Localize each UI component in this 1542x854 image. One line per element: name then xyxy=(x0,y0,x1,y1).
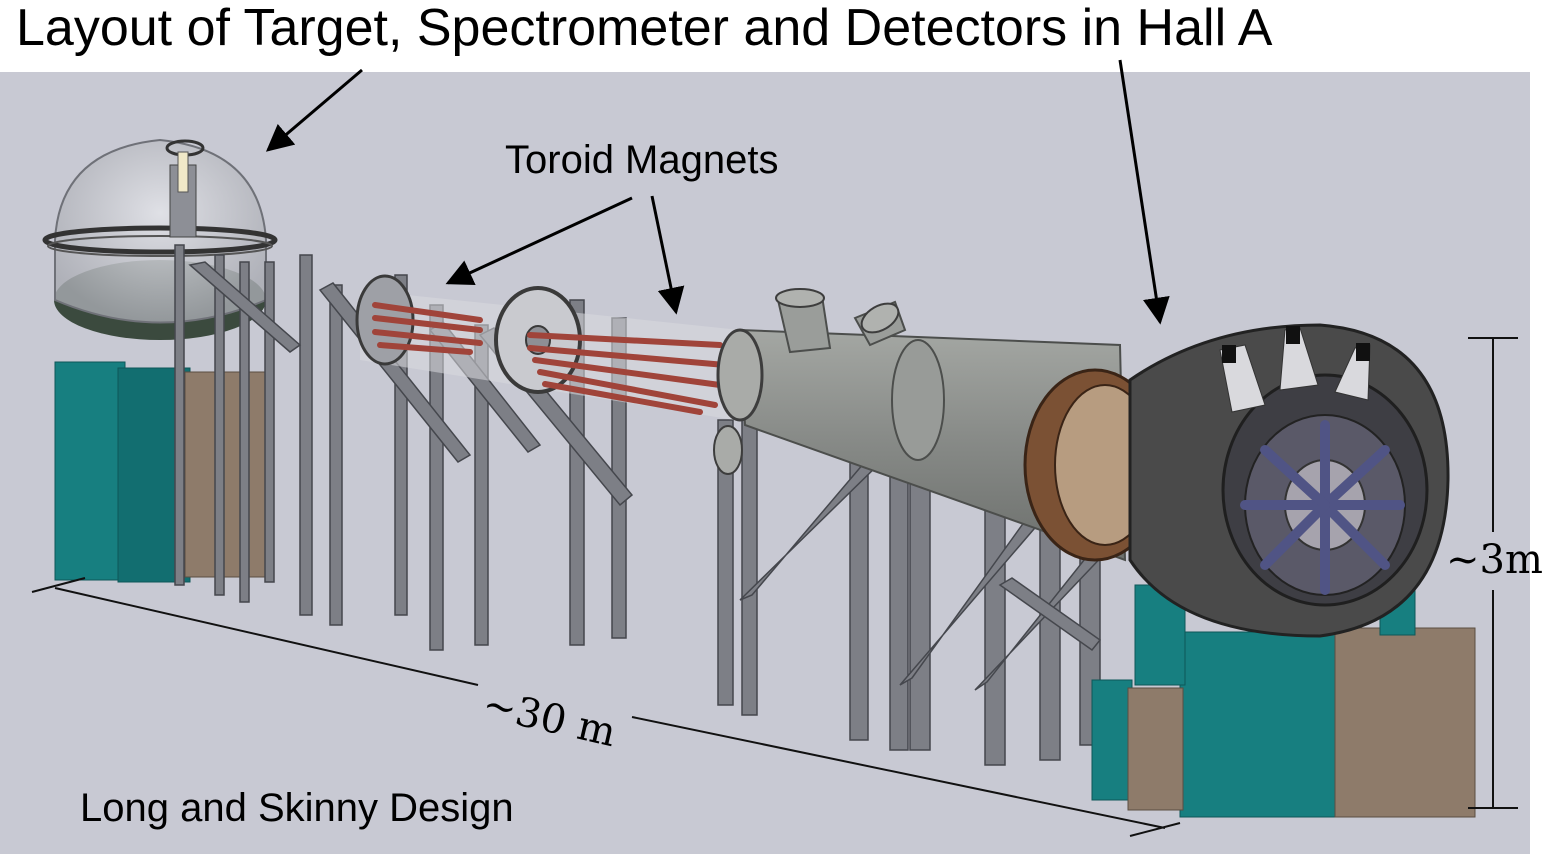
support-leg xyxy=(889,459,909,751)
arrow-to-downstream-toroid xyxy=(650,195,685,315)
detector-pmt-cap xyxy=(1356,343,1370,361)
support-leg xyxy=(717,419,734,706)
support-leg xyxy=(174,244,185,586)
support-brace xyxy=(188,261,302,353)
arrow-to-target xyxy=(265,68,363,152)
target-ring-inner xyxy=(47,235,273,257)
toroid-coils-upstream xyxy=(372,302,483,355)
support-stands xyxy=(174,244,1112,766)
support-leg xyxy=(329,284,343,626)
support-leg xyxy=(741,419,758,716)
detector-pmt-cap xyxy=(1222,345,1236,363)
pipe-joint xyxy=(891,339,945,461)
detector-tan-block xyxy=(1334,627,1476,818)
detector-spoke xyxy=(1320,500,1390,570)
pipe-entrance-flange xyxy=(716,328,764,422)
detector-teal-block-front xyxy=(1179,631,1341,818)
target-teal-block xyxy=(54,361,126,581)
length-dimension-line-right xyxy=(631,716,1166,829)
callout-arrows xyxy=(265,59,1170,325)
detector-blue-spokes xyxy=(1240,420,1405,595)
detector-assembly xyxy=(1023,323,1476,818)
detector-spoke xyxy=(1320,445,1390,510)
diagram-title: Layout of Target, Spectrometer and Detec… xyxy=(16,0,1273,57)
length-end-tick-left xyxy=(31,577,86,593)
detector-teal-block-lower xyxy=(1091,679,1133,801)
arrow-to-upstream-toroid xyxy=(445,196,633,286)
toroid-coils-downstream xyxy=(527,332,728,415)
support-leg xyxy=(909,469,931,751)
height-dimension-label: ~3m xyxy=(1446,537,1542,583)
detector-tan-block-lower xyxy=(1127,687,1184,811)
support-leg xyxy=(299,254,313,616)
pipe-port-side xyxy=(713,425,743,475)
design-caption: Long and Skinny Design xyxy=(80,786,514,830)
detector-spoke xyxy=(1260,445,1330,510)
pipe-port-top-right-cap xyxy=(860,302,900,334)
vacuum-pipe xyxy=(713,288,1127,562)
arrow-to-detectors xyxy=(1118,59,1170,325)
support-leg xyxy=(214,254,225,596)
support-leg xyxy=(239,261,250,603)
support-leg xyxy=(984,484,1006,766)
length-end-tick-right xyxy=(1129,822,1181,837)
support-leg xyxy=(264,261,275,583)
length-dimension-line-left xyxy=(54,587,479,686)
dimension-lines xyxy=(31,337,1518,837)
toroid-magnets xyxy=(355,274,740,420)
detector-spoke xyxy=(1260,500,1330,570)
toroid-magnets-label: Toroid Magnets xyxy=(505,138,779,182)
target-tan-block xyxy=(184,371,268,578)
support-brace xyxy=(998,577,1102,652)
detector-pmt-cap xyxy=(1286,326,1300,344)
target-cell xyxy=(177,151,189,193)
pipe-port-top-left-cap xyxy=(775,288,825,308)
target-ring xyxy=(42,225,278,255)
